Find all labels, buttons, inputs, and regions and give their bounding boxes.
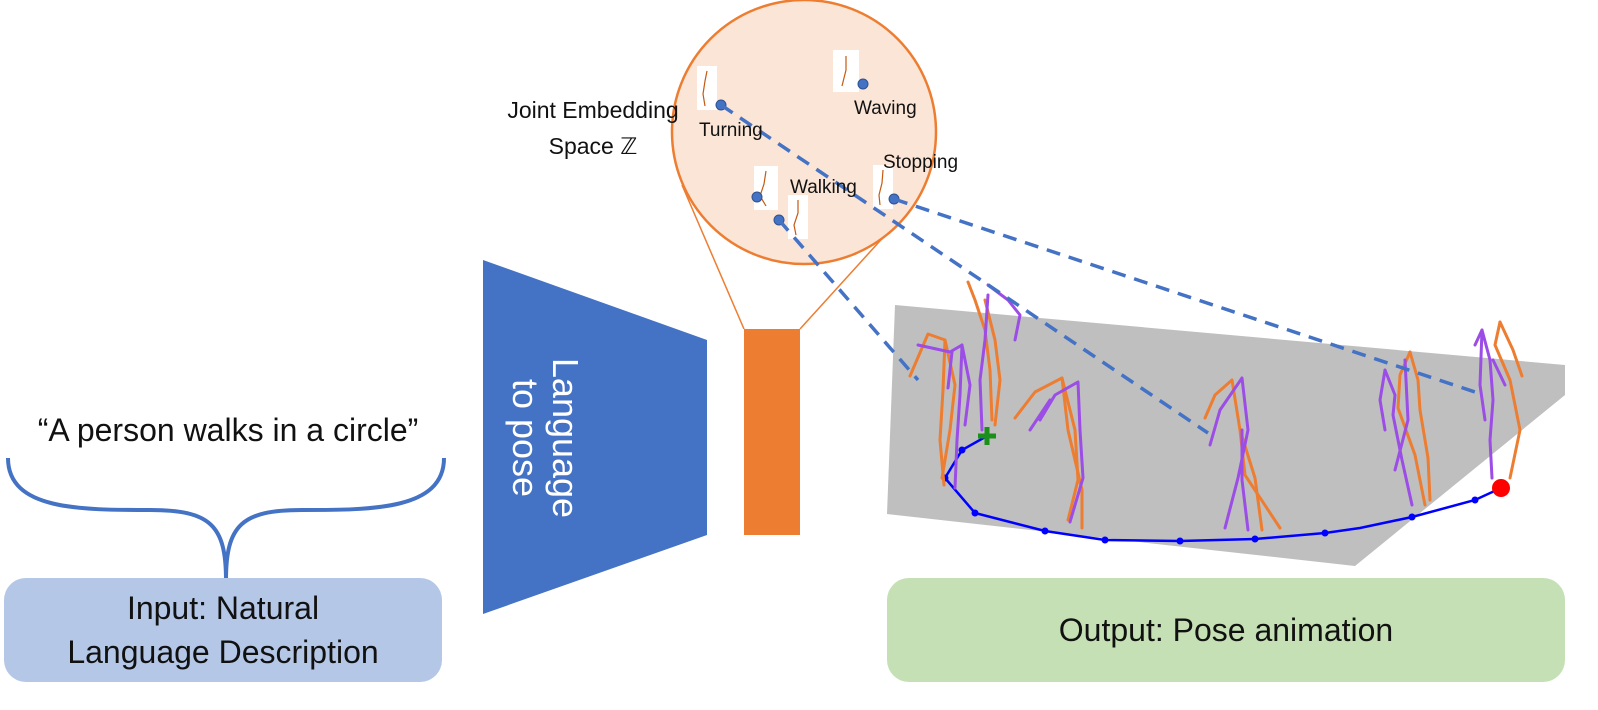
embedding-thumbnails — [697, 50, 893, 239]
model-label-line2: to pose — [505, 378, 546, 498]
end-dot-icon — [1492, 479, 1510, 497]
trajectory-point — [1101, 536, 1109, 544]
embedding-space-circle — [670, 0, 938, 266]
output-box-label: Output: Pose animation — [1058, 611, 1394, 648]
embedding-title: Joint Embedding Space ℤ — [484, 92, 702, 164]
skeleton-figure — [1013, 376, 1085, 530]
skeleton-icon — [754, 166, 778, 210]
skeleton-figure — [1203, 376, 1282, 532]
trajectory-point — [1041, 527, 1049, 535]
input-box-label: Input: Natural Language Description — [67, 590, 379, 670]
zoom-line-left — [681, 184, 745, 330]
label-walking: Walking — [790, 177, 857, 198]
trajectory-point — [1176, 537, 1184, 545]
embedding-vector-bar — [744, 329, 800, 535]
embedding-point-waving — [857, 78, 869, 90]
dashed-link-turning — [720, 103, 1209, 435]
trajectory-point — [958, 446, 966, 454]
model-label-line1: Language — [545, 357, 586, 519]
input-box: Input: Natural Language Description — [4, 578, 442, 682]
label-stopping: Stopping — [883, 152, 959, 173]
trajectory-point — [1408, 513, 1416, 521]
dashed-link-walking — [777, 218, 920, 382]
trajectory-point — [1471, 496, 1479, 504]
dashed-links — [720, 103, 1476, 435]
skeleton-icon — [873, 165, 893, 209]
skeleton-icon — [697, 66, 717, 110]
skeleton-figure — [908, 332, 972, 490]
floor-plane — [887, 305, 1565, 566]
curly-brace-icon — [6, 457, 446, 581]
dashed-link-stopping — [893, 197, 1476, 394]
trajectory-point — [1251, 535, 1259, 543]
embedding-point-walking — [751, 191, 763, 203]
input-quote: “A person walks in a circle” — [37, 412, 419, 448]
trajectory-point — [1321, 529, 1329, 537]
trajectory — [941, 434, 1502, 545]
skeleton-icon — [788, 195, 808, 239]
embedding-title-line2: Space ℤ — [548, 133, 638, 159]
trajectory-point — [971, 509, 979, 517]
skeleton-figure — [1473, 320, 1524, 480]
start-plus-icon — [978, 427, 996, 445]
language-to-pose-model — [483, 260, 707, 614]
label-turning: Turning — [699, 120, 763, 141]
skeleton-icon — [833, 50, 859, 92]
output-box: Output: Pose animation — [887, 578, 1565, 682]
embedding-title-line1: Joint Embedding — [507, 97, 679, 123]
label-waving: Waving — [854, 98, 917, 119]
